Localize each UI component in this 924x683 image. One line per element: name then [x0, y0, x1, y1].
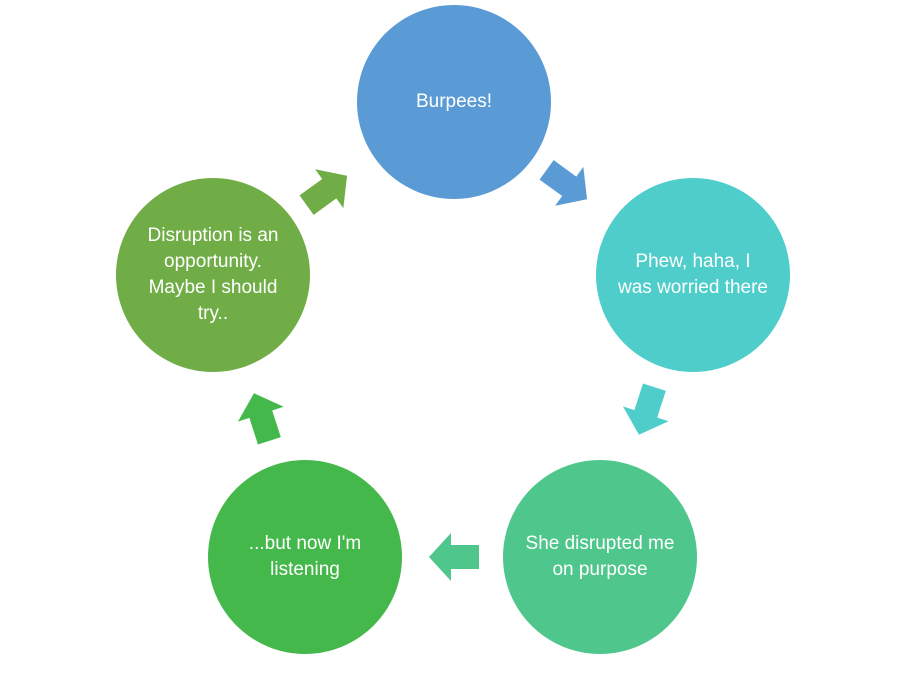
node-disrupted: She disrupted me on purpose	[503, 460, 697, 654]
node-label: She disrupted me on purpose	[525, 533, 675, 580]
arrow-disrupted-to-listening	[429, 533, 479, 581]
node-burpees: Burpees!	[357, 5, 551, 199]
arrow-shape	[299, 169, 348, 215]
arrow-opportunity-to-burpees	[299, 169, 348, 215]
arrow-burpees-to-phew	[539, 160, 588, 206]
node-label: Disruption is an opportunity. Maybe I sh…	[147, 225, 279, 324]
node-label: Phew, haha, I was worried there	[618, 251, 768, 298]
arrow-shape	[429, 533, 479, 581]
arrow-phew-to-disrupted	[622, 383, 669, 435]
node-listening: ...but now I'm listening	[208, 460, 402, 654]
node-opportunity: Disruption is an opportunity. Maybe I sh…	[116, 178, 310, 372]
node-phew: Phew, haha, I was worried there	[596, 178, 790, 372]
node-label: ...but now I'm listening	[248, 533, 362, 580]
node-label: Burpees!	[415, 91, 493, 112]
arrow-shape	[622, 383, 669, 435]
arrow-listening-to-opportunity	[237, 393, 284, 445]
arrow-shape	[539, 160, 588, 206]
arrow-shape	[237, 393, 284, 445]
